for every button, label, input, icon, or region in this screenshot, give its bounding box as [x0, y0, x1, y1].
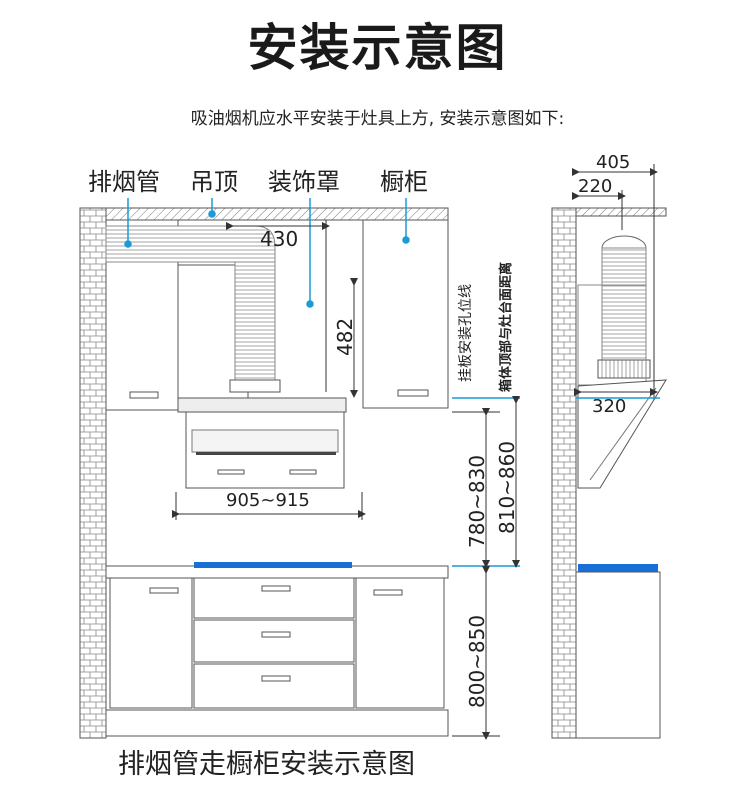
dim-800-850: 800~850 — [465, 615, 489, 708]
dim-220: 220 — [578, 176, 612, 197]
page-subtitle: 吸油烟机应水平安装于灶具上方, 安装示意图如下: — [190, 109, 565, 129]
dim-482: 482 — [333, 318, 357, 356]
label-box-top-distance: 箱体顶部与灶台面距离 — [498, 262, 514, 392]
label-exhaust-pipe: 排烟管 — [88, 168, 160, 196]
range-hood — [177, 397, 347, 489]
label-cabinet: 橱柜 — [380, 168, 428, 196]
exhaust-duct — [105, 225, 281, 393]
dim-405: 405 — [596, 152, 630, 173]
side-counter — [575, 564, 661, 739]
upper-cabinet-right — [362, 219, 449, 409]
ceiling — [105, 207, 449, 221]
side-ceiling — [575, 207, 667, 217]
dim-780-830: 780~830 — [465, 455, 489, 548]
leader-lines — [124, 198, 520, 567]
diagram-caption: 排烟管走橱柜安装示意图 — [118, 749, 415, 780]
page-title: 安装示意图 — [247, 19, 508, 77]
dim-905-915: 905~915 — [226, 490, 310, 511]
side-wall — [551, 207, 577, 739]
lower-cabinet — [105, 562, 449, 737]
dimension-lines — [172, 220, 520, 740]
label-ceiling: 吊顶 — [190, 168, 238, 196]
label-hang-board-line: 挂板安装孔位线 — [458, 284, 474, 382]
dim-320: 320 — [592, 396, 626, 417]
label-decor-cover: 装饰罩 — [268, 168, 340, 196]
side-dimension-lines — [572, 164, 658, 400]
main-wall — [79, 207, 107, 739]
dim-430: 430 — [260, 227, 298, 251]
dim-810-860: 810~860 — [495, 441, 519, 534]
side-hood — [577, 379, 667, 489]
side-duct — [577, 235, 651, 386]
